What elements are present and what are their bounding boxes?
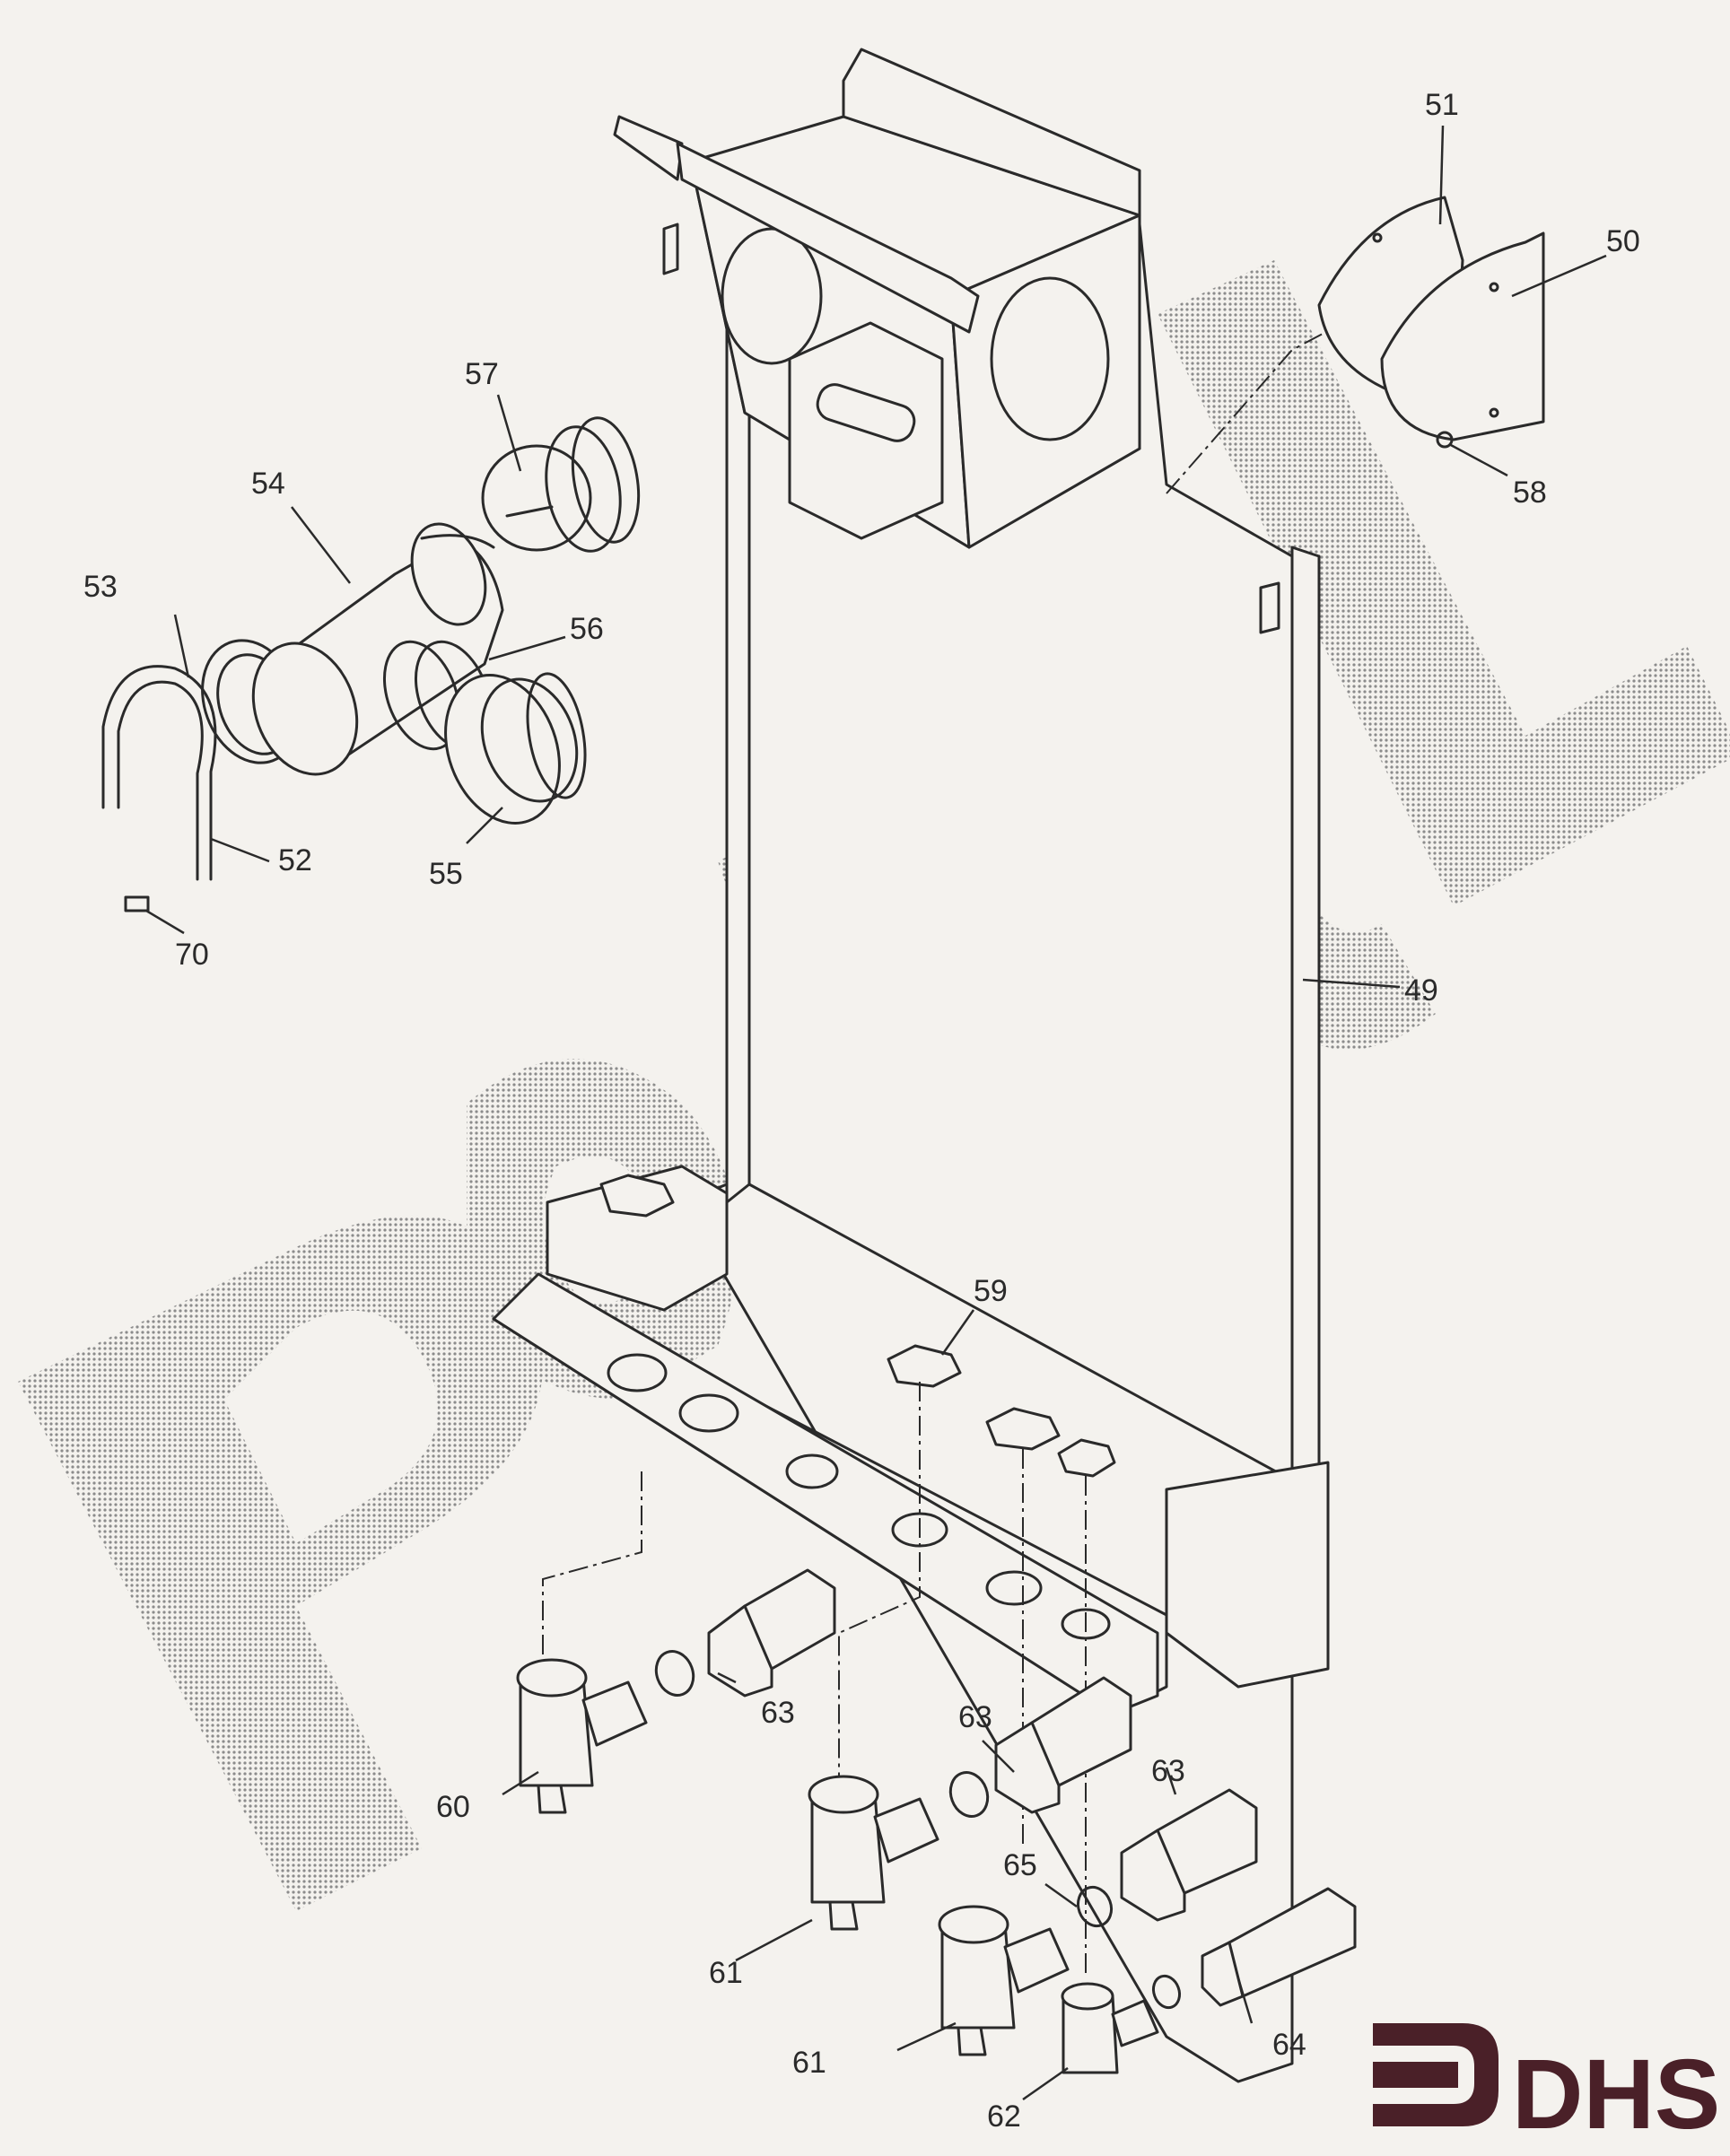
label-56: 56 bbox=[570, 612, 604, 646]
part-labels: 49 50 51 52 53 54 55 56 57 58 59 60 61 6… bbox=[83, 88, 1640, 2134]
label-52: 52 bbox=[278, 843, 312, 877]
valve-60 bbox=[516, 1658, 648, 1814]
logo-text: DHS bbox=[1512, 2039, 1720, 2150]
label-57: 57 bbox=[465, 357, 499, 391]
label-53: 53 bbox=[83, 570, 118, 604]
flue-assembly bbox=[101, 416, 641, 912]
flue-cap bbox=[444, 674, 561, 825]
label-59: 59 bbox=[974, 1274, 1008, 1308]
label-63c: 63 bbox=[1151, 1754, 1185, 1788]
locknut bbox=[599, 1174, 1116, 1478]
label-64: 64 bbox=[1272, 2028, 1306, 2062]
label-51: 51 bbox=[1425, 88, 1459, 122]
valve-62 bbox=[1061, 1982, 1159, 2074]
watermark-letter-p bbox=[18, 1215, 544, 1911]
label-49: 49 bbox=[1404, 973, 1438, 1008]
label-54: 54 bbox=[251, 467, 285, 501]
label-50: 50 bbox=[1606, 224, 1640, 258]
label-55: 55 bbox=[429, 857, 463, 891]
valve-61-upper bbox=[808, 1775, 939, 1931]
label-63a: 63 bbox=[761, 1696, 795, 1730]
logo-mark bbox=[1373, 2023, 1498, 2126]
watermark-letter-extra bbox=[1158, 260, 1730, 906]
back-panel bbox=[492, 48, 1330, 2083]
screw bbox=[124, 895, 150, 912]
label-58: 58 bbox=[1513, 476, 1547, 510]
label-65: 65 bbox=[1003, 1848, 1037, 1882]
dhs-logo: DHS bbox=[1373, 2023, 1720, 2150]
label-61b: 61 bbox=[792, 2046, 826, 2080]
label-63b: 63 bbox=[958, 1700, 992, 1734]
valve-61-lower bbox=[938, 1905, 1070, 2056]
label-60: 60 bbox=[436, 1790, 470, 1824]
label-61a: 61 bbox=[709, 1956, 743, 1990]
cover-plates bbox=[1317, 196, 1545, 449]
label-70: 70 bbox=[175, 938, 209, 972]
cover-plate-front bbox=[1380, 231, 1545, 441]
end-cap bbox=[481, 444, 592, 552]
label-62: 62 bbox=[987, 2099, 1021, 2134]
valves-and-fittings bbox=[516, 1568, 1357, 2074]
leader-lines bbox=[145, 125, 1607, 2101]
